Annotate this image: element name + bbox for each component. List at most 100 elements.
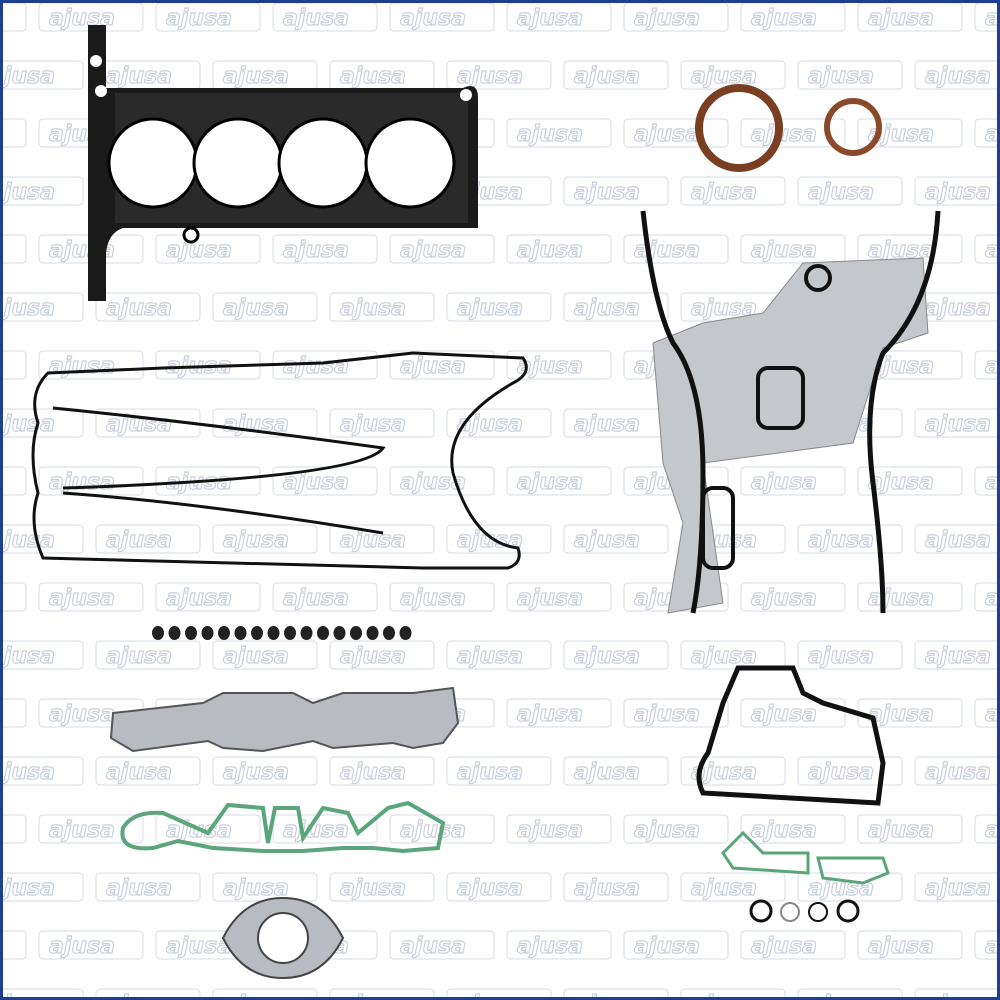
- watermark-text: ajusa: [340, 760, 406, 785]
- watermark-text: ajusa: [457, 876, 523, 901]
- watermark-logo: ajusa: [506, 814, 612, 844]
- watermark-logo: ajusa: [272, 234, 378, 264]
- watermark-text: ajusa: [223, 644, 289, 669]
- watermark-logo: ajusa: [797, 176, 903, 206]
- watermark-logo: ajusa: [974, 118, 997, 148]
- watermark-logo: ajusa: [95, 988, 201, 997]
- watermark-text: ajusa: [517, 6, 583, 31]
- watermark-logo: ajusa: [914, 292, 997, 322]
- watermark-logo: ajusa: [506, 3, 612, 32]
- watermark-logo: ajusa: [389, 3, 495, 32]
- watermark-logo: ajusa: [3, 640, 84, 670]
- watermark-logo: ajusa: [446, 872, 552, 902]
- watermark-logo: ajusa: [329, 988, 435, 997]
- watermark-logo: ajusa: [212, 524, 318, 554]
- intake-manifold-gasket: [120, 800, 446, 854]
- watermark-logo: ajusa: [857, 930, 963, 960]
- watermark-text: ajusa: [751, 470, 817, 495]
- watermark-logo: ajusa: [155, 582, 261, 612]
- watermark-text: ajusa: [3, 992, 55, 1000]
- watermark-logo: ajusa: [740, 3, 846, 32]
- watermark-logo: ajusa: [212, 988, 318, 997]
- watermark-text: ajusa: [985, 934, 1000, 959]
- watermark-logo: ajusa: [914, 756, 997, 786]
- watermark-text: ajusa: [574, 412, 640, 437]
- watermark-logo: ajusa: [797, 60, 903, 90]
- watermark-logo: ajusa: [974, 466, 997, 496]
- watermark-text: ajusa: [517, 586, 583, 611]
- watermark-logo: ajusa: [914, 988, 997, 1000]
- watermark-logo: ajusa: [680, 176, 786, 206]
- watermark-logo: ajusa: [3, 176, 84, 206]
- watermark-text: ajusa: [3, 180, 55, 205]
- watermark-logo: ajusa: [563, 640, 669, 670]
- watermark-text: ajusa: [340, 644, 406, 669]
- watermark-text: ajusa: [691, 644, 757, 669]
- watermark-logo: ajusa: [563, 292, 669, 322]
- watermark-logo: ajusa: [3, 408, 84, 438]
- watermark-logo: ajusa: [857, 582, 963, 612]
- watermark-logo: ajusa: [95, 292, 201, 322]
- watermark-text: ajusa: [574, 180, 640, 205]
- watermark-logo: ajusa: [974, 582, 1000, 612]
- watermark-text: ajusa: [751, 6, 817, 31]
- watermark-text: ajusa: [400, 586, 466, 611]
- watermark-text: ajusa: [3, 644, 55, 669]
- watermark-text: ajusa: [925, 64, 991, 89]
- valve-stem-seal: [168, 626, 181, 640]
- watermark-logo: ajusa: [974, 930, 1000, 960]
- watermark-text: ajusa: [166, 586, 232, 611]
- valve-stem-seal: [218, 626, 230, 640]
- watermark-logo: ajusa: [623, 698, 729, 728]
- watermark-logo: ajusa: [329, 408, 435, 438]
- watermark-logo: ajusa: [797, 988, 903, 997]
- watermark-logo: ajusa: [3, 814, 27, 844]
- watermark-logo: ajusa: [212, 640, 318, 670]
- watermark-logo: ajusa: [506, 930, 612, 960]
- watermark-text: ajusa: [751, 702, 817, 727]
- watermark-logo: ajusa: [329, 60, 435, 90]
- watermark-logo: ajusa: [38, 466, 144, 496]
- watermark-logo: ajusa: [914, 872, 997, 902]
- crankshaft-seal-small: [824, 98, 882, 156]
- watermark-logo: ajusa: [623, 3, 729, 32]
- watermark-text: ajusa: [457, 644, 523, 669]
- watermark-logo: ajusa: [740, 466, 846, 496]
- watermark-logo: ajusa: [506, 582, 612, 612]
- watermark-text: ajusa: [925, 992, 991, 1000]
- watermark-text: ajusa: [106, 528, 172, 553]
- watermark-logo: ajusa: [563, 872, 669, 902]
- watermark-text: ajusa: [457, 296, 523, 321]
- watermark-text: ajusa: [457, 528, 523, 553]
- watermark-text: ajusa: [691, 876, 757, 901]
- watermark-logo: ajusa: [3, 60, 84, 90]
- watermark-logo: ajusa: [446, 988, 552, 997]
- watermark-logo: ajusa: [3, 350, 27, 380]
- watermark-logo: ajusa: [272, 814, 378, 844]
- cylinder-head-gasket: [88, 25, 478, 301]
- watermark-logo: ajusa: [506, 118, 612, 148]
- watermark-logo: ajusa: [95, 756, 201, 786]
- gasket-set-illustration: [31, 25, 941, 980]
- watermark-logo: ajusa: [38, 582, 144, 612]
- watermark-logo: ajusa: [680, 988, 786, 997]
- watermark-logo: ajusa: [506, 698, 612, 728]
- watermark-logo: ajusa: [446, 292, 552, 322]
- watermark-text: ajusa: [634, 6, 700, 31]
- watermark-text: ajusa: [751, 122, 817, 147]
- watermark-text: ajusa: [868, 702, 934, 727]
- watermark-logo: ajusa: [740, 582, 846, 612]
- watermark-logo: ajusa: [857, 814, 963, 844]
- watermark-logo: ajusa: [974, 350, 997, 380]
- watermark-text: ajusa: [517, 238, 583, 263]
- watermark-text: ajusa: [340, 876, 406, 901]
- watermark-text: ajusa: [49, 586, 115, 611]
- watermark-text: ajusa: [166, 934, 232, 959]
- watermark-text: ajusa: [751, 934, 817, 959]
- watermark-text: ajusa: [925, 412, 991, 437]
- watermark-text: ajusa: [49, 818, 115, 843]
- watermark-text: ajusa: [49, 470, 115, 495]
- watermark-text: ajusa: [985, 586, 1000, 611]
- watermark-text: ajusa: [808, 180, 874, 205]
- valve-stem-seal: [185, 626, 197, 640]
